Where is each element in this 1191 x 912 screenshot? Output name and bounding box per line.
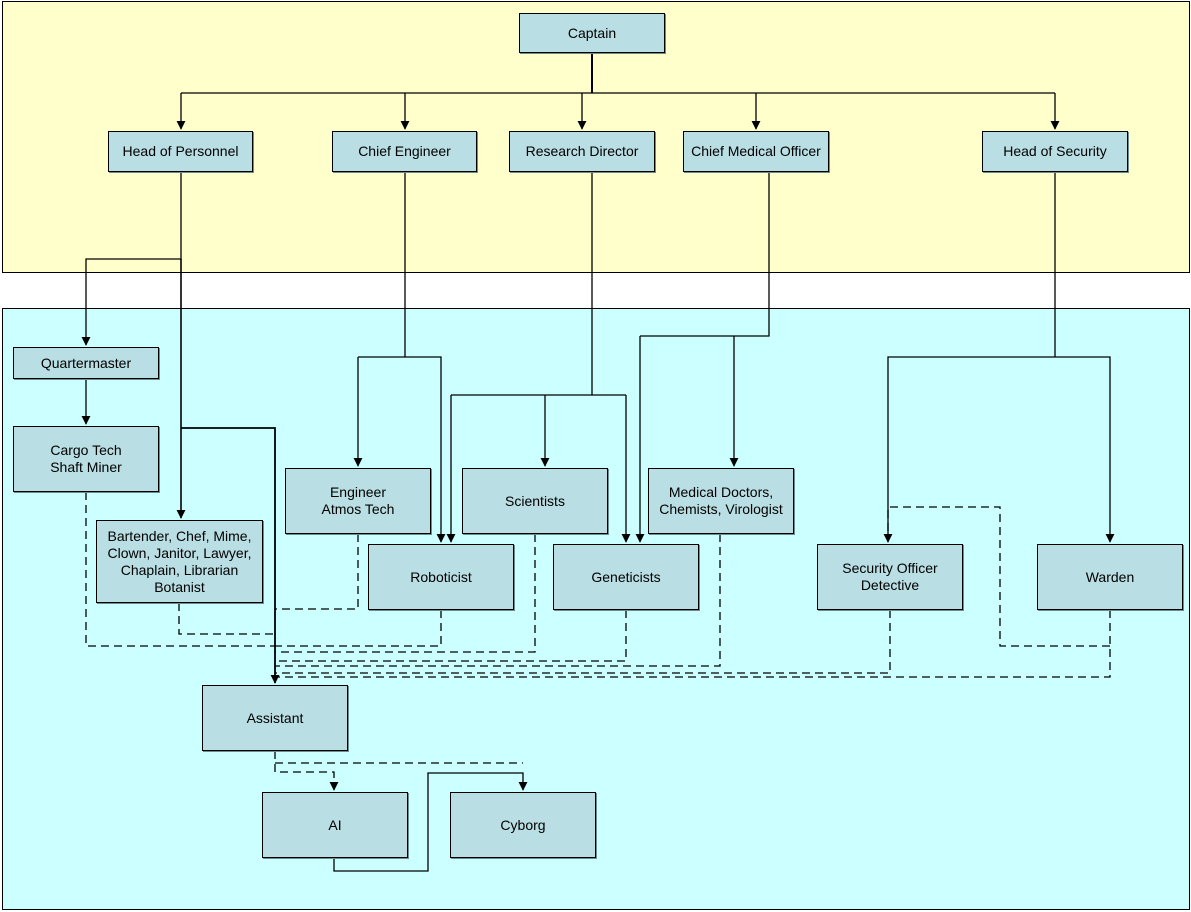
node-chief-engineer: Chief Engineer <box>332 131 477 172</box>
edge-ce-roboticist <box>358 356 446 543</box>
edge-geneticists-assistant <box>275 610 627 662</box>
edge-warden-assistant <box>275 610 1111 678</box>
node-ai: AI <box>262 792 408 858</box>
node-head-of-personnel: Head of Personnel <box>108 131 253 172</box>
edge-hop-assistant <box>181 427 280 684</box>
node-cargo: Cargo Tech Shaft Miner <box>13 426 159 492</box>
node-scientists: Scientists <box>462 468 608 534</box>
edge-engineer-assistant <box>275 534 359 610</box>
node-quartermaster: Quartermaster <box>13 347 159 379</box>
node-warden: Warden <box>1037 544 1183 610</box>
edge-hop-quartermaster <box>81 172 182 346</box>
node-geneticists: Geneticists <box>553 544 699 610</box>
edge-warden-secoff <box>887 506 1110 647</box>
edge-hos-secoff <box>883 356 1055 543</box>
edge-cargo-assistant <box>85 492 275 647</box>
node-research-director: Research Director <box>509 131 655 172</box>
edge-secoff-assistant <box>275 610 891 674</box>
edge-assistant-cyborg-solid <box>333 772 528 872</box>
node-head-of-security: Head of Security <box>982 131 1128 172</box>
edge-service-assistant <box>178 603 275 635</box>
edge-cmo-trunk <box>640 172 770 337</box>
node-security-officer: Security Officer Detective <box>817 544 963 610</box>
node-engineer: Engineer Atmos Tech <box>285 468 431 534</box>
node-chief-medical-officer: Chief Medical Officer <box>683 131 829 172</box>
node-assistant: Assistant <box>202 685 348 751</box>
node-service-staff: Bartender, Chef, Mime, Clown, Janitor, L… <box>96 520 263 603</box>
edge-medical-assistant <box>275 534 721 667</box>
node-roboticist: Roboticist <box>368 544 514 610</box>
edge-scientists-assistant <box>275 534 536 653</box>
node-cyborg: Cyborg <box>450 792 596 858</box>
node-medical-staff: Medical Doctors, Chemists, Virologist <box>648 468 794 534</box>
edge-roboticist-assistant <box>275 610 442 647</box>
edge-hos-warden <box>1055 356 1115 543</box>
edge-assistant-ai <box>274 751 339 791</box>
node-captain: Captain <box>519 13 665 53</box>
